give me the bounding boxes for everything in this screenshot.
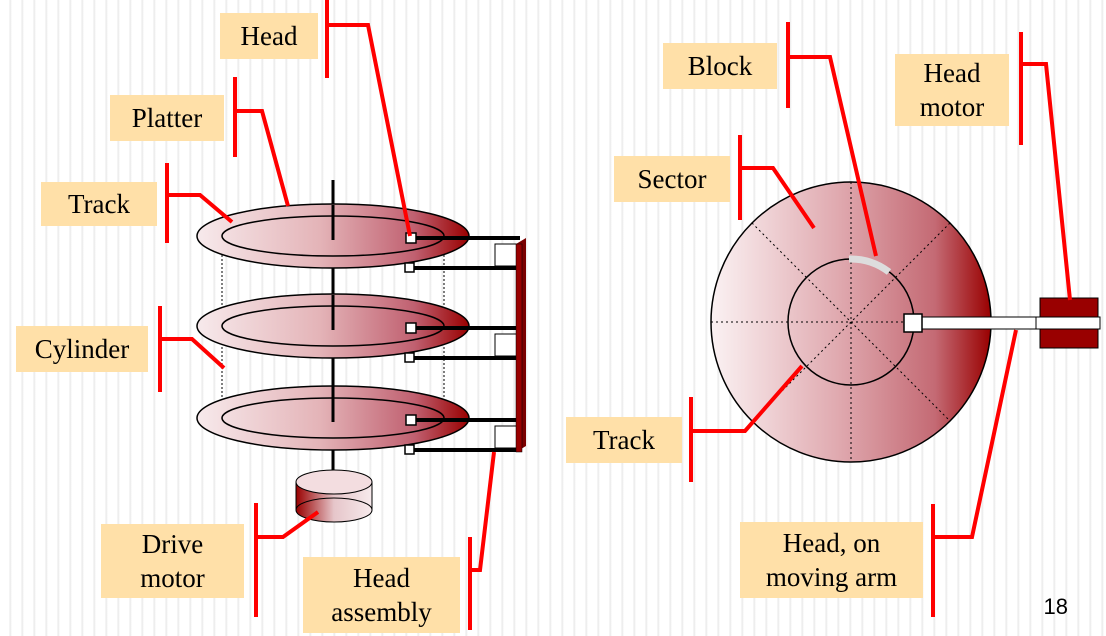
callout-head-motor xyxy=(1019,32,1072,301)
label-head-motor: Head motor xyxy=(895,54,1009,126)
callout-lines xyxy=(158,0,1072,630)
page-number: 18 xyxy=(1043,594,1068,619)
label-head: Head xyxy=(220,13,318,59)
drive-motor xyxy=(295,469,373,523)
label-drive-motor: Drive motor xyxy=(101,524,244,598)
arm-brackets xyxy=(494,243,518,449)
callout-head xyxy=(325,0,412,237)
label-track-right: Track xyxy=(566,417,682,463)
callout-drive-motor xyxy=(254,503,320,617)
callout-head-assembly xyxy=(468,451,496,630)
head-motor-block xyxy=(1035,297,1101,349)
platter-stack xyxy=(196,180,526,523)
callout-block xyxy=(786,22,878,257)
head-squares xyxy=(404,232,417,455)
callout-cylinder xyxy=(158,306,226,392)
label-cylinder: Cylinder xyxy=(16,326,148,372)
head-assembly xyxy=(409,236,520,452)
callout-platter xyxy=(233,77,290,207)
label-sector: Sector xyxy=(614,156,730,202)
block-highlight xyxy=(848,255,892,275)
label-track-left: Track xyxy=(41,182,157,226)
platter-middle xyxy=(196,293,470,359)
disk-top-view xyxy=(710,181,1101,463)
callout-sector xyxy=(738,135,816,230)
callout-head-arm xyxy=(931,329,1018,617)
label-block: Block xyxy=(663,43,777,89)
label-platter: Platter xyxy=(110,95,224,141)
callout-track-left xyxy=(165,163,234,243)
callout-track-right xyxy=(689,364,804,482)
assembly-post xyxy=(515,238,526,453)
platter-bottom xyxy=(196,385,470,451)
label-head-on-moving-arm: Head, on moving arm xyxy=(740,522,923,598)
label-head-assembly: Head assembly xyxy=(303,557,460,633)
